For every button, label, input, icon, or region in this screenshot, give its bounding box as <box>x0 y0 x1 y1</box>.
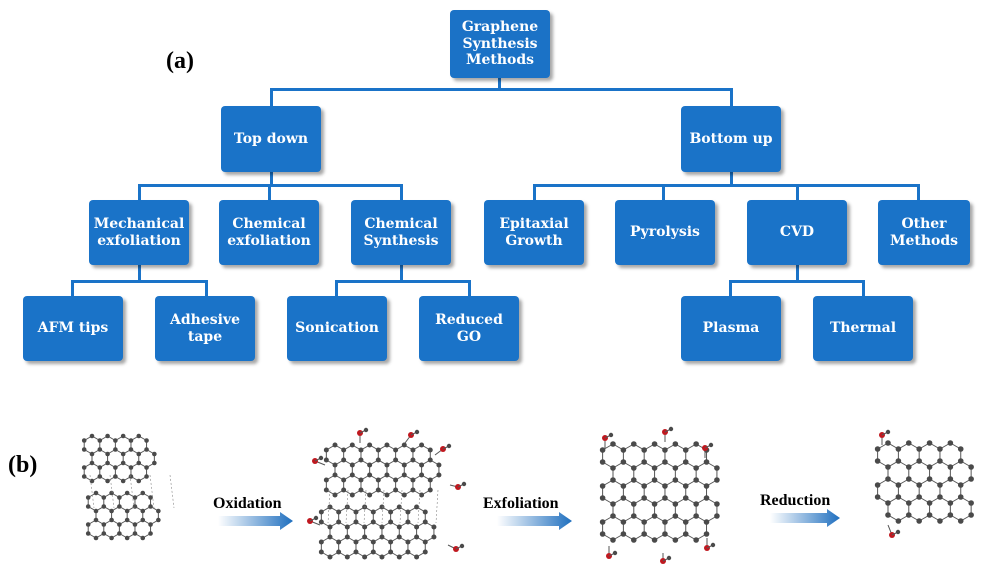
afm-tips-node: AFM tips <box>23 296 123 361</box>
panel-a-label: (a) <box>166 48 194 74</box>
mechanical-exfoliation-node: Mechanical exfoliation <box>89 200 189 265</box>
top-down-node: Top down <box>221 106 321 172</box>
panel-b-label: (b) <box>8 452 38 478</box>
oxidation-label: Oxidation <box>213 495 282 512</box>
exfoliation-arrow <box>497 512 572 530</box>
epitaxial-growth-node: Epitaxial Growth <box>484 200 584 265</box>
reduction-arrow <box>770 509 840 527</box>
other-methods-node: Other Methods <box>878 200 970 265</box>
adhesive-tape-node: Adhesive tape <box>155 296 255 361</box>
reduction-label: Reduction <box>760 492 831 509</box>
pyrolysis-node: Pyrolysis <box>615 200 715 265</box>
graphite-structure <box>81 433 175 541</box>
sonication-node: Sonication <box>287 296 387 361</box>
reduced-graphene-oxide-structure <box>874 429 974 538</box>
oxidation-arrow <box>218 512 293 530</box>
cvd-node: CVD <box>747 200 847 265</box>
graphene-oxide-structure <box>599 426 720 564</box>
reduced-go-node: Reduced GO <box>419 296 519 361</box>
chemical-synthesis-node: Chemical Synthesis <box>351 200 451 265</box>
graphite-oxide-structure <box>307 427 467 560</box>
bottom-up-node: Bottom up <box>681 106 781 172</box>
thermal-node: Thermal <box>813 296 913 361</box>
root-node: Graphene Synthesis Methods <box>450 10 550 78</box>
exfoliation-label: Exfoliation <box>483 495 559 512</box>
chemical-exfoliation-node: Chemical exfoliation <box>219 200 319 265</box>
plasma-node: Plasma <box>681 296 781 361</box>
